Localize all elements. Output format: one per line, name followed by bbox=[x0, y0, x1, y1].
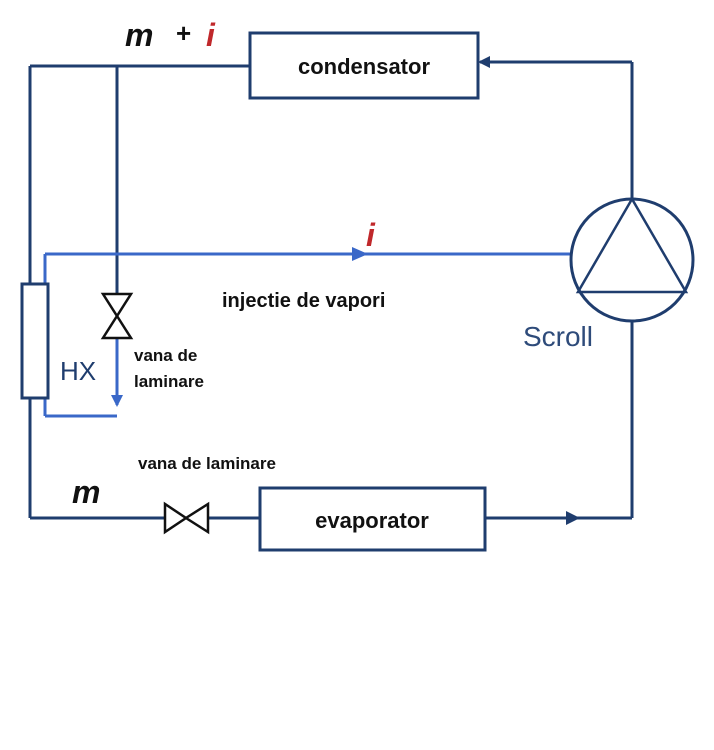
upper-expansion-valve bbox=[100, 292, 134, 340]
condenser-label: condensator bbox=[298, 54, 430, 79]
injection-flow-i: i bbox=[366, 217, 376, 253]
upper-valve-top bbox=[100, 292, 134, 319]
top-mass-flow-m: m bbox=[125, 17, 153, 53]
upper-valve-label-line2: laminare bbox=[134, 372, 204, 391]
scroll-label: Scroll bbox=[523, 321, 593, 352]
lower-expansion-valve bbox=[163, 501, 210, 535]
lower-valve-left bbox=[163, 501, 189, 535]
top-injection-i: i bbox=[206, 17, 216, 53]
hx-box bbox=[20, 282, 50, 400]
bottom-mass-flow-m: m bbox=[72, 474, 100, 510]
condenser-box bbox=[248, 31, 480, 100]
lower-valve-right bbox=[183, 501, 210, 535]
injection-circuit bbox=[43, 252, 572, 418]
top-plus-sign: + bbox=[176, 18, 191, 48]
evaporator-flow-arrow bbox=[566, 511, 580, 525]
injection-label: injectie de vapori bbox=[222, 290, 385, 312]
upper-valve-bottom bbox=[100, 313, 134, 340]
evaporator-box bbox=[258, 486, 487, 552]
injection-flow-arrow bbox=[352, 247, 368, 261]
main-circuit bbox=[28, 56, 634, 520]
scroll-compressor-triangle bbox=[575, 196, 689, 294]
hx-label: HX bbox=[60, 356, 96, 386]
upper-valve-label-line1: vana de bbox=[134, 346, 197, 365]
scroll-compressor-circle bbox=[569, 197, 695, 323]
lower-valve-label: vana de laminare bbox=[138, 454, 276, 473]
evaporator-label: evaporator bbox=[315, 508, 429, 533]
